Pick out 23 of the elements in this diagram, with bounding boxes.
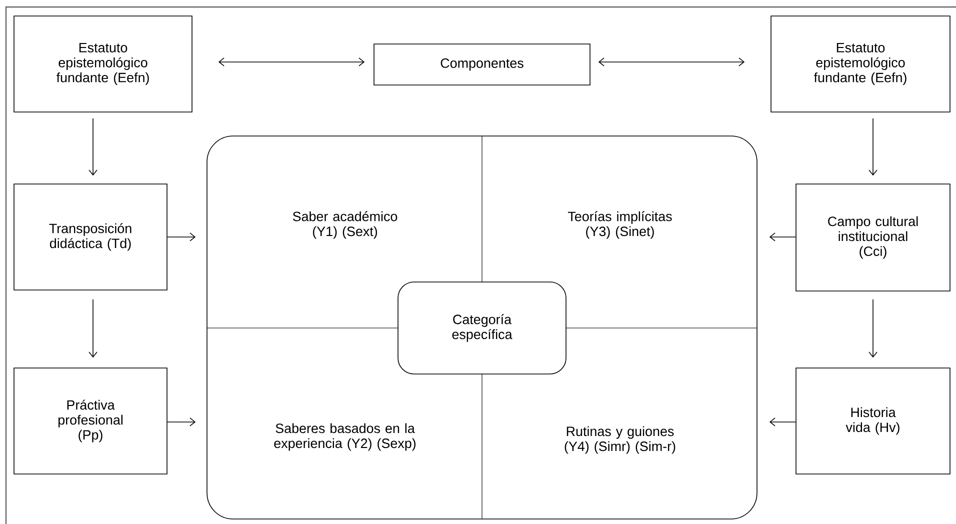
text-box: Estatuto epistemológico fundante (Eefn): [770, 16, 950, 112]
text-box: Campo cultural institucional (Cci): [796, 184, 950, 292]
category-box: Categoría específica: [398, 282, 566, 374]
arrow: [868, 299, 878, 358]
quadrant-label: Teorías implícitas (Y3) (Sinet): [568, 211, 672, 239]
arrow: [167, 418, 196, 426]
arrow: [167, 232, 196, 242]
arrow: [88, 118, 98, 176]
rounded-panel: [206, 136, 758, 520]
text-box: Historia vida (Hv): [796, 368, 950, 474]
text-box: Transposición didáctica (Td): [14, 184, 168, 290]
quadrant-label: Saberes basados en la experiencia (Y2) (Sexp): [274, 423, 416, 451]
text-box: Estatuto epistemológico fundante (Eefn): [14, 16, 192, 112]
arrow: [769, 232, 796, 242]
quadrant-label: Rutinas y guiones (Y4) (Simr) (Sim-r): [564, 426, 676, 454]
text-box: Práctiva profesional (Pp): [14, 368, 168, 474]
arrow: [218, 58, 365, 66]
arrow: [598, 58, 745, 66]
quadrant-label: Saber académico (Y1) (Sext): [292, 211, 398, 239]
arrow: [868, 118, 878, 176]
arrow: [769, 418, 796, 426]
arrow: [88, 299, 98, 358]
text-box: Componentes: [374, 44, 590, 86]
